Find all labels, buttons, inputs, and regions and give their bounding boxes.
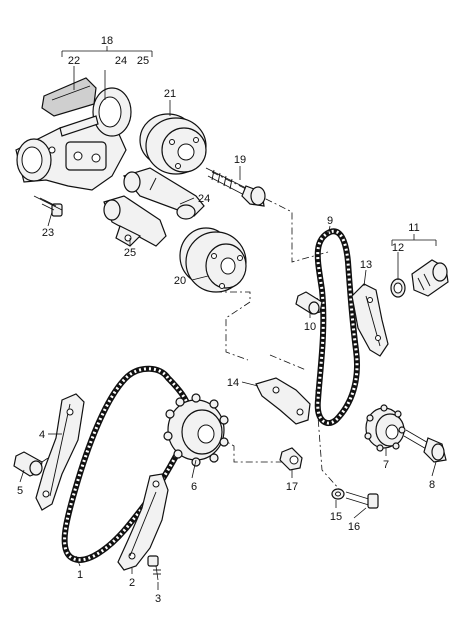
sealing-ring-12: [390, 278, 406, 298]
guide-pin-5: [13, 451, 43, 477]
guide-pin-10: [295, 291, 323, 315]
callout-labels: 18 22 24 25 21 19 24 23 25 20 11 12 9 13…: [17, 35, 435, 605]
callout-1: 1: [77, 569, 83, 581]
callout-17: 17: [286, 481, 298, 493]
crankshaft-sprocket-6: [163, 393, 229, 467]
callout-3: 3: [155, 593, 161, 605]
callout-18: 18: [101, 35, 113, 47]
bolt-8: [403, 429, 447, 463]
callout-22: 22: [68, 55, 80, 67]
callout-6: 6: [191, 481, 197, 493]
callout-4: 4: [39, 429, 45, 441]
callout-14: 14: [227, 377, 239, 389]
callout-19: 19: [234, 154, 246, 166]
callout-24: 24: [198, 193, 210, 205]
screw-plug-11: [411, 259, 449, 297]
upper-timing-chain-9: [314, 228, 360, 427]
callout-13: 13: [360, 259, 372, 271]
callout-8: 8: [429, 479, 435, 491]
callout-23: 23: [42, 227, 54, 239]
callout-12: 12: [392, 242, 404, 254]
central-bolt-19: [205, 167, 266, 207]
callout-10: 10: [304, 321, 316, 333]
crank-sprocket-teeth: [163, 393, 229, 467]
callout-25-top: 25: [137, 55, 149, 67]
solenoid-valve-25: [103, 195, 167, 247]
camshaft-adjuster-housing: [15, 87, 132, 191]
callout-5: 5: [17, 485, 23, 497]
callout-2: 2: [129, 577, 135, 589]
callout-15: 15: [330, 511, 342, 523]
chain-tensioner-14: [255, 377, 311, 425]
callout-7: 7: [383, 459, 389, 471]
callout-24-top: 24: [115, 55, 127, 67]
guide-pin-17: [279, 447, 303, 471]
chain-tensioner-rail-2: [117, 473, 169, 571]
chain-guide-rail-4: [35, 393, 85, 511]
callout-leaders: [19, 46, 437, 590]
bolt-23: [33, 195, 63, 217]
callout-21: 21: [164, 88, 176, 100]
camshaft-sprocket-21: [139, 113, 207, 175]
seal-strip-22: [41, 77, 99, 137]
solenoid-valve-24: [122, 167, 205, 220]
camshaft-sprocket-20: [179, 227, 247, 293]
bolt-16: [345, 491, 379, 509]
callout-25: 25: [124, 247, 136, 259]
sprocket-7: [364, 404, 406, 452]
chain-tensioner-13: [351, 283, 389, 357]
callout-9: 9: [327, 215, 333, 227]
callout-16: 16: [348, 521, 360, 533]
callout-11: 11: [408, 222, 419, 234]
washer-15: [331, 488, 345, 500]
callout-20: 20: [174, 275, 186, 287]
bolt-3: [147, 555, 161, 581]
lower-timing-chain-1: [61, 365, 194, 563]
